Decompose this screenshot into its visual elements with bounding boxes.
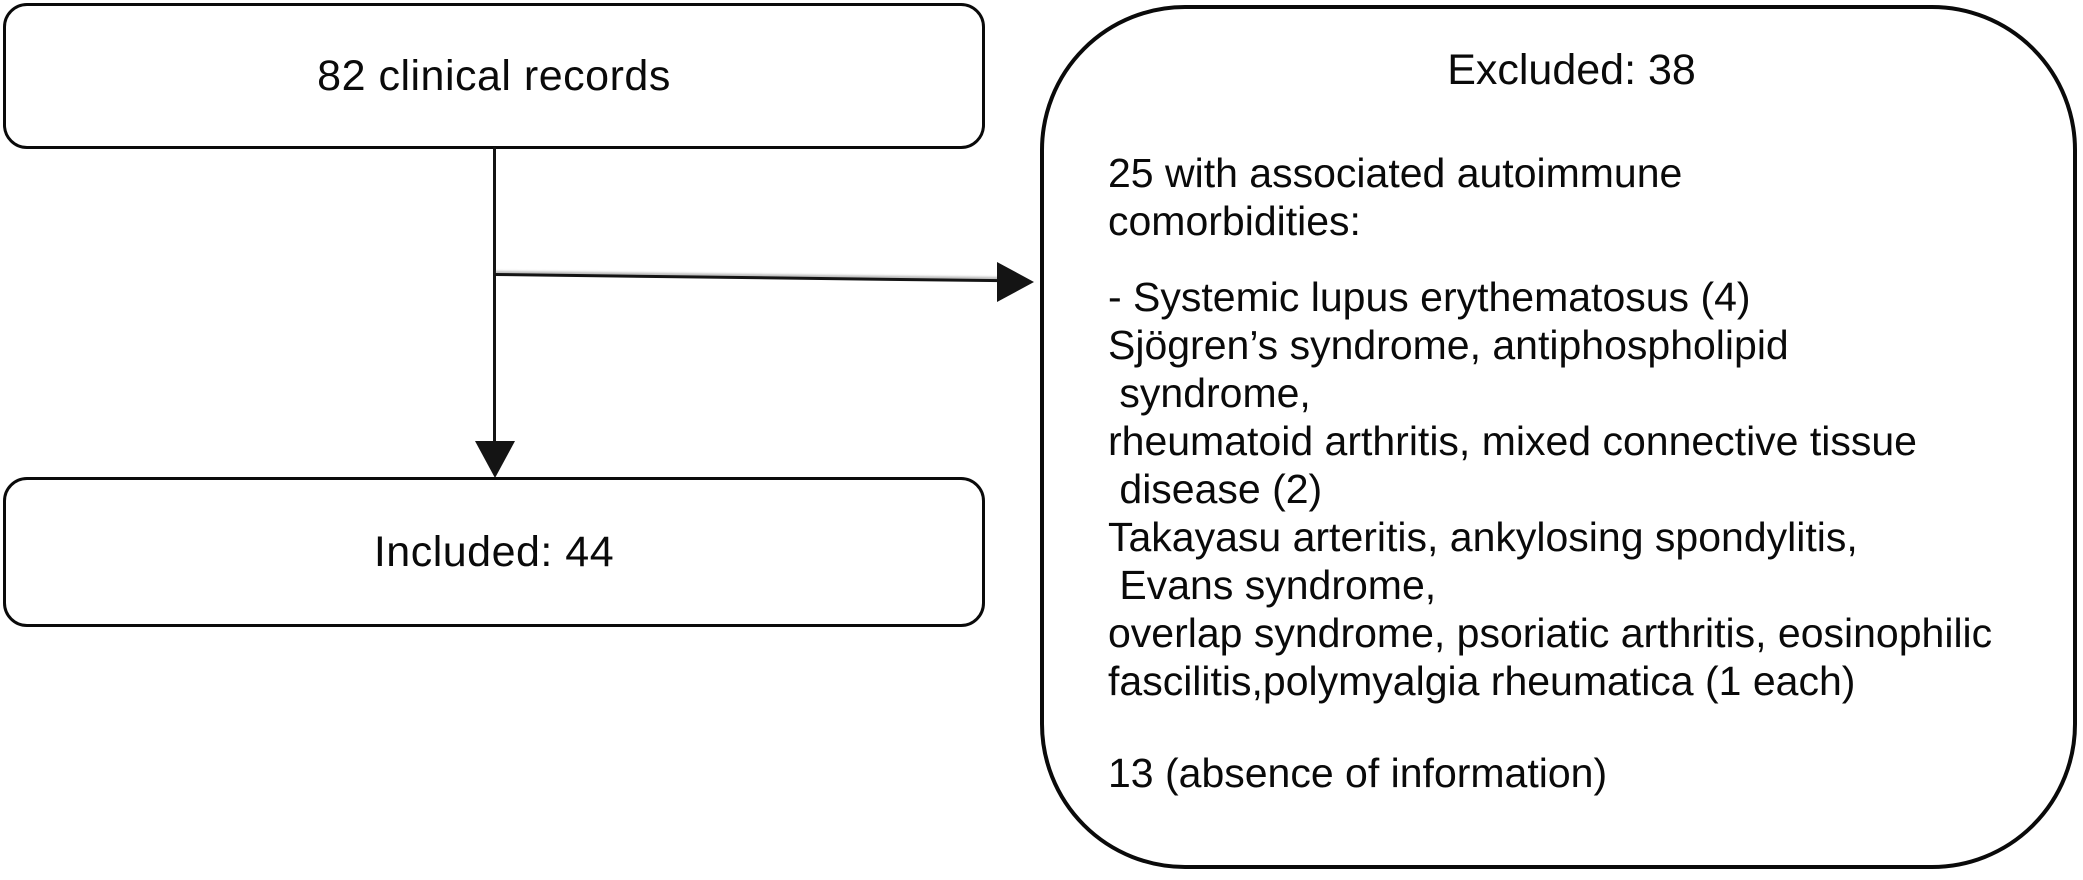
excluded-detail-line: disease (2) [1108,466,1323,512]
excluded-detail-line: syndrome, [1108,370,1311,416]
clinical-records-label: 82 clinical records [317,51,671,100]
connector-down-line [493,147,496,443]
box-excluded: Excluded: 38 25 with associated autoimmu… [1040,5,2077,869]
excluded-detail-line: fascilitis,polymyalgia rheumatica (1 eac… [1108,658,1856,704]
excluded-detail-line: - Systemic lupus erythematosus (4) [1108,274,1751,320]
excluded-detail-line: rheumatoid arthritis, mixed connective t… [1108,418,1917,464]
box-clinical-records: 82 clinical records [3,3,985,149]
excluded-intro-line: 25 with associated autoimmune [1108,150,1683,196]
excluded-detail-line: overlap syndrome, psoriatic arthritis, e… [1108,610,1993,656]
excluded-detail-paragraph: - Systemic lupus erythematosus (4) Sjögr… [1108,273,2035,705]
excluded-title: Excluded: 38 [1447,46,1696,94]
included-label: Included: 44 [373,527,615,576]
excluded-detail-line: Evans syndrome, [1108,562,1437,608]
excluded-intro-paragraph: 25 with associated autoimmune comorbidit… [1108,149,2035,245]
excluded-detail-line: Takayasu arteritis, ankylosing spondylit… [1108,514,1858,560]
arrow-down-icon [475,441,515,478]
excluded-detail-line: Sjögren’s syndrome, antiphospholipid [1108,322,1789,368]
connector-right-line [494,273,1001,283]
excluded-intro-line: comorbidities: [1108,198,1361,244]
box-included: Included: 44 [3,477,985,627]
arrow-right-icon [997,262,1034,302]
excluded-footer: 13 (absence of information) [1108,750,1608,796]
